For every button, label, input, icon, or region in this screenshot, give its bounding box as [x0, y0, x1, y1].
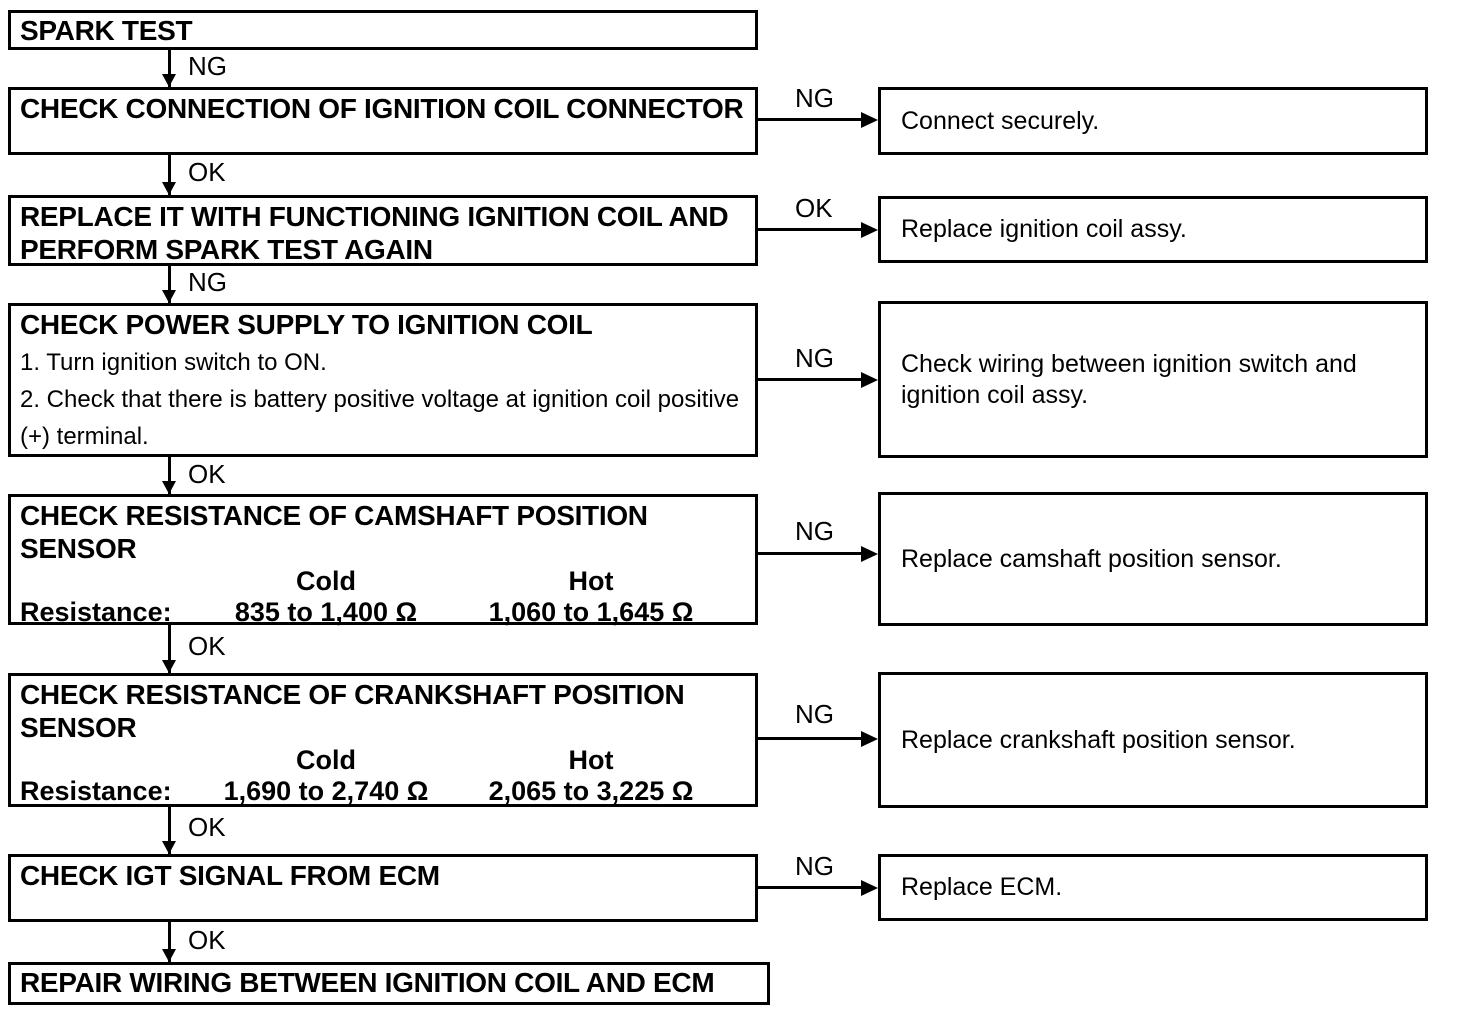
branch-arrow-line [758, 378, 865, 381]
step-title: CHECK RESISTANCE OF CRANKSHAFT POSITION … [11, 676, 755, 744]
down-arrow-line [168, 625, 171, 673]
down-arrow-head [162, 182, 176, 195]
step-instructions: 1. Turn ignition switch to ON. 2. Check … [11, 341, 755, 455]
resistance-label: Resistance: [20, 776, 172, 806]
step-title: REPAIR WIRING BETWEEN IGNITION COIL AND … [20, 967, 715, 998]
down-arrow-head [162, 949, 176, 962]
cold-header: Cold [296, 745, 356, 775]
branch-arrow-line [758, 552, 865, 555]
branch-arrow-head [861, 112, 878, 128]
branch-arrow-label: NG [795, 343, 834, 373]
branch-arrow-line [758, 886, 865, 889]
instruction-line: (+) terminal. [20, 423, 149, 450]
down-arrow-label: NG [188, 51, 227, 81]
branch-arrow-head [861, 546, 878, 562]
resistance-label: Resistance: [20, 597, 172, 627]
step-title: CHECK IGT SIGNAL FROM ECM [20, 860, 440, 891]
step-title-line: SENSOR [20, 533, 137, 564]
instruction-line: 2. Check that there is battery positive … [20, 386, 740, 413]
action-box-replace-ignition-coil: Replace ignition coil assy. [878, 196, 1428, 263]
step-title-line: CHECK RESISTANCE OF CRANKSHAFT POSITION [20, 679, 685, 710]
branch-arrow-label: NG [795, 83, 834, 113]
step-box-check-igt-signal: CHECK IGT SIGNAL FROM ECM [8, 854, 758, 922]
hot-value: 1,060 to 1,645 Ω [488, 597, 694, 627]
step-title-line: SENSOR [20, 712, 137, 743]
spacer [11, 566, 206, 596]
step-box-crankshaft-resistance: CHECK RESISTANCE OF CRANKSHAFT POSITION … [8, 673, 758, 807]
down-arrow-head [162, 841, 176, 854]
branch-arrow-label: NG [795, 516, 834, 546]
down-arrow-line [168, 50, 171, 87]
step-title-line: CHECK RESISTANCE OF CAMSHAFT POSITION [20, 500, 648, 531]
down-arrow-line [168, 155, 171, 195]
action-box-replace-ecm: Replace ECM. [878, 854, 1428, 921]
action-box-replace-crankshaft-sensor: Replace crankshaft position sensor. [878, 672, 1428, 808]
down-arrow-label: NG [188, 267, 227, 297]
step-box-check-connection: CHECK CONNECTION OF IGNITION COIL CONNEC… [8, 87, 758, 155]
branch-arrow-label: NG [795, 851, 834, 881]
hot-value: 2,065 to 3,225 Ω [488, 776, 694, 806]
branch-arrow-line [758, 228, 865, 231]
step-box-repair-wiring: REPAIR WIRING BETWEEN IGNITION COIL AND … [8, 962, 770, 1005]
branch-arrow-head [861, 222, 878, 238]
step-box-check-power-supply: CHECK POWER SUPPLY TO IGNITION COIL 1. T… [8, 303, 758, 457]
cold-header: Cold [296, 566, 356, 596]
down-arrow-label: OK [188, 812, 226, 842]
branch-arrow-head [861, 372, 878, 388]
branch-arrow-label: NG [795, 699, 834, 729]
action-text: Replace camshaft position sensor. [901, 544, 1282, 573]
spacer [11, 745, 206, 775]
action-text: Replace ignition coil assy. [901, 215, 1187, 243]
down-arrow-head [162, 481, 176, 494]
down-arrow-head [162, 660, 176, 673]
action-box-replace-camshaft-sensor: Replace camshaft position sensor. [878, 492, 1428, 626]
step-title: CHECK POWER SUPPLY TO IGNITION COIL [20, 309, 593, 340]
resistance-table: Cold Hot Resistance: 1,690 to 2,740 Ω 2,… [11, 745, 755, 808]
step-box-camshaft-resistance: CHECK RESISTANCE OF CAMSHAFT POSITION SE… [8, 494, 758, 627]
action-box-connect-securely: Connect securely. [878, 87, 1428, 155]
action-text: Replace crankshaft position sensor. [901, 725, 1296, 754]
cold-value: 1,690 to 2,740 Ω [223, 776, 429, 806]
branch-arrow-line [758, 737, 865, 740]
branch-arrow-head [861, 880, 878, 896]
action-text: Replace ECM. [901, 873, 1063, 901]
down-arrow-label: OK [188, 925, 226, 955]
action-box-check-wiring: Check wiring between ignition switch and… [878, 301, 1428, 458]
down-arrow-label: OK [188, 157, 226, 187]
step-title: REPLACE IT WITH FUNCTIONING IGNITION COI… [20, 201, 729, 265]
down-arrow-head [162, 74, 176, 87]
down-arrow-line [168, 266, 171, 303]
action-text: Connect securely. [901, 106, 1100, 135]
down-arrow-line [168, 922, 171, 962]
down-arrow-label: OK [188, 459, 226, 489]
resistance-table: Cold Hot Resistance: 835 to 1,400 Ω 1,06… [11, 566, 755, 629]
step-title: SPARK TEST [20, 15, 193, 46]
step-title: CHECK CONNECTION OF IGNITION COIL CONNEC… [20, 93, 744, 124]
hot-header: Hot [568, 566, 614, 596]
down-arrow-line [168, 457, 171, 494]
cold-value: 835 to 1,400 Ω [234, 597, 418, 627]
instruction-line: 1. Turn ignition switch to ON. [20, 349, 327, 376]
branch-arrow-label: OK [795, 193, 833, 223]
step-box-replace-ignition-coil-test: REPLACE IT WITH FUNCTIONING IGNITION COI… [8, 195, 758, 266]
down-arrow-line [168, 807, 171, 854]
down-arrow-label: OK [188, 631, 226, 661]
step-title: CHECK RESISTANCE OF CAMSHAFT POSITION SE… [11, 497, 755, 565]
hot-header: Hot [568, 745, 614, 775]
step-box-spark-test: SPARK TEST [8, 10, 758, 50]
branch-arrow-head [861, 731, 878, 747]
down-arrow-head [162, 290, 176, 303]
action-text: Check wiring between ignition switch and… [901, 349, 1357, 409]
branch-arrow-line [758, 118, 865, 121]
